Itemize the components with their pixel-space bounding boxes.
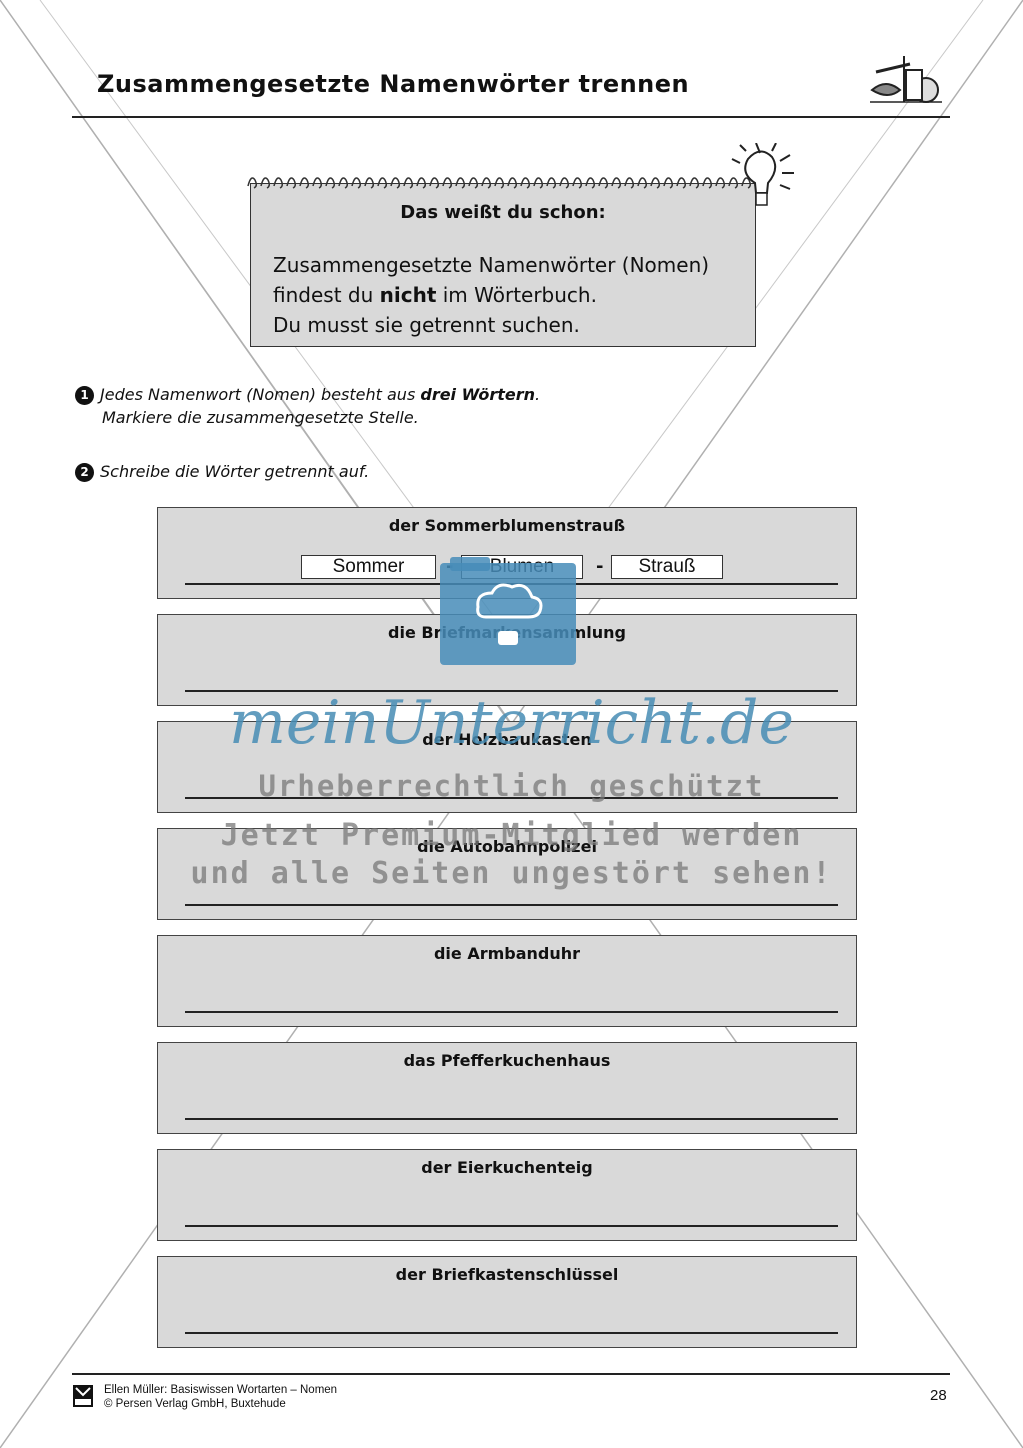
- exercise-word: der Sommerblumenstrauß: [388, 516, 626, 535]
- exercise-box: der Eierkuchenteig: [157, 1149, 857, 1241]
- answer-line[interactable]: [185, 1011, 838, 1013]
- page-number: 28: [930, 1387, 947, 1404]
- watermark-line-2: Jetzt Premium-Mitglied werden: [220, 818, 803, 853]
- task-1-emphasis: drei Wörtern: [420, 385, 536, 404]
- info-line-2-end: im Wörterbuch.: [436, 283, 597, 307]
- watermark-brand: meinUnterricht.de: [229, 688, 794, 758]
- task-2-number: 2: [75, 463, 94, 482]
- answer-line[interactable]: [185, 1225, 838, 1227]
- answer-line[interactable]: [185, 904, 838, 906]
- exercise-word: der Holzbaukasten: [422, 730, 592, 749]
- task-1-text: Jedes Namenwort (Nomen) besteht aus: [100, 385, 421, 404]
- task-1: 1 Jedes Namenwort (Nomen) besteht aus dre…: [75, 383, 540, 406]
- notepad-spiral: [247, 177, 764, 189]
- exercise-word: der Eierkuchenteig: [421, 1158, 593, 1177]
- info-text: Zusammengesetzte Namenwörter (Nomen) fin…: [273, 250, 709, 340]
- lightbulb-icon: [731, 143, 794, 206]
- exercise-word: das Pfefferkuchenhaus: [403, 1051, 611, 1070]
- task-1-period: .: [535, 385, 541, 404]
- info-box: Das weißt du schon: Zusammengesetzte Nam…: [250, 183, 756, 347]
- info-line-2: findest du nicht im Wörterbuch.: [273, 280, 709, 310]
- publisher-logo: [73, 1385, 93, 1407]
- cloud-folder-icon: [440, 557, 576, 665]
- info-line-1: Zusammengesetzte Namenwörter (Nomen): [273, 253, 710, 277]
- exercise-box: der Holzbaukasten: [157, 721, 857, 813]
- exercise-box: der Briefkastenschlüssel: [157, 1256, 857, 1348]
- answer-line[interactable]: [185, 1118, 838, 1120]
- info-line-2-start: findest du: [273, 283, 380, 307]
- task-1-number: 1: [75, 386, 94, 405]
- toys-illustration-icon: [870, 56, 942, 103]
- example-part-3: Strauß: [611, 555, 723, 579]
- exercise-box: die Autobahnpolizei: [157, 828, 857, 920]
- header-divider: [72, 116, 950, 118]
- watermark-line-1: Urheberrechtlich geschützt: [258, 769, 765, 803]
- exercise-word: die Armbanduhr: [433, 944, 581, 963]
- info-line-3: Du musst sie getrennt suchen.: [273, 313, 580, 337]
- footer-divider: [72, 1373, 950, 1375]
- answer-line[interactable]: [185, 797, 838, 799]
- task-2-text: Schreibe die Wörter getrennt auf.: [100, 462, 370, 481]
- example-separator-2: -: [596, 556, 604, 577]
- watermark-line-3: und alle Seiten ungestört sehen!: [190, 856, 833, 891]
- task-1-line-2: Markiere die zusammengesetzte Stelle.: [102, 408, 419, 427]
- exercise-word: die Autobahnpolizei: [417, 837, 597, 856]
- task-2: 2 Schreibe die Wörter getrennt auf.: [75, 460, 369, 483]
- info-line-2-emphasis: nicht: [379, 283, 437, 307]
- exercise-word: der Briefkastenschlüssel: [395, 1265, 619, 1284]
- exercise-box: das Pfefferkuchenhaus: [157, 1042, 857, 1134]
- example-part-1: Sommer: [301, 555, 436, 579]
- page-title: Zusammengesetzte Namenwörter trennen: [97, 70, 690, 98]
- answer-line[interactable]: [185, 1332, 838, 1334]
- info-heading: Das weißt du schon:: [400, 202, 606, 223]
- footer-credits: Ellen Müller: Basiswissen Wortarten – No…: [104, 1383, 337, 1411]
- answer-line[interactable]: [185, 690, 838, 692]
- footer-author: Ellen Müller: Basiswissen Wortarten – No…: [104, 1384, 338, 1396]
- footer-copyright: © Persen Verlag GmbH, Buxtehude: [104, 1398, 286, 1410]
- exercise-box: die Armbanduhr: [157, 935, 857, 1027]
